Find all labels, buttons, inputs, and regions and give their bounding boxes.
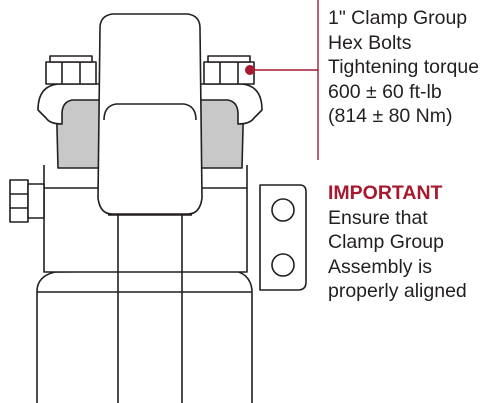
center-pin (97, 13, 203, 215)
lower-housing (36, 269, 253, 403)
left-clamp-arm (37, 83, 101, 125)
left-hex-bolt (45, 55, 97, 85)
callout-line-5: (814 ± 80 Nm) (328, 105, 453, 128)
important-heading: IMPORTANT (328, 182, 443, 204)
callout-line-4: 600 ± 60 ft-lb (328, 80, 442, 103)
important-line-4: properly aligned (328, 280, 467, 303)
callout-dot (245, 65, 255, 75)
right-clamp-arm (199, 83, 263, 125)
right-lug (259, 184, 307, 291)
callout-leader (245, 0, 319, 160)
callout-line-2: Hex Bolts (328, 31, 412, 54)
torque-callout: 1" Clamp Group Hex Bolts Tightening torq… (328, 6, 498, 129)
side-bolt (9, 179, 45, 223)
important-line-1: Ensure that (328, 206, 428, 229)
callout-line-3: Tightening torque (328, 56, 480, 79)
callout-line-1: 1" Clamp Group (328, 7, 468, 29)
important-line-2: Clamp Group (328, 231, 444, 254)
important-line-3: Assembly is (328, 255, 433, 278)
important-note: IMPORTANT Ensure that Clamp Group Assemb… (328, 181, 498, 304)
